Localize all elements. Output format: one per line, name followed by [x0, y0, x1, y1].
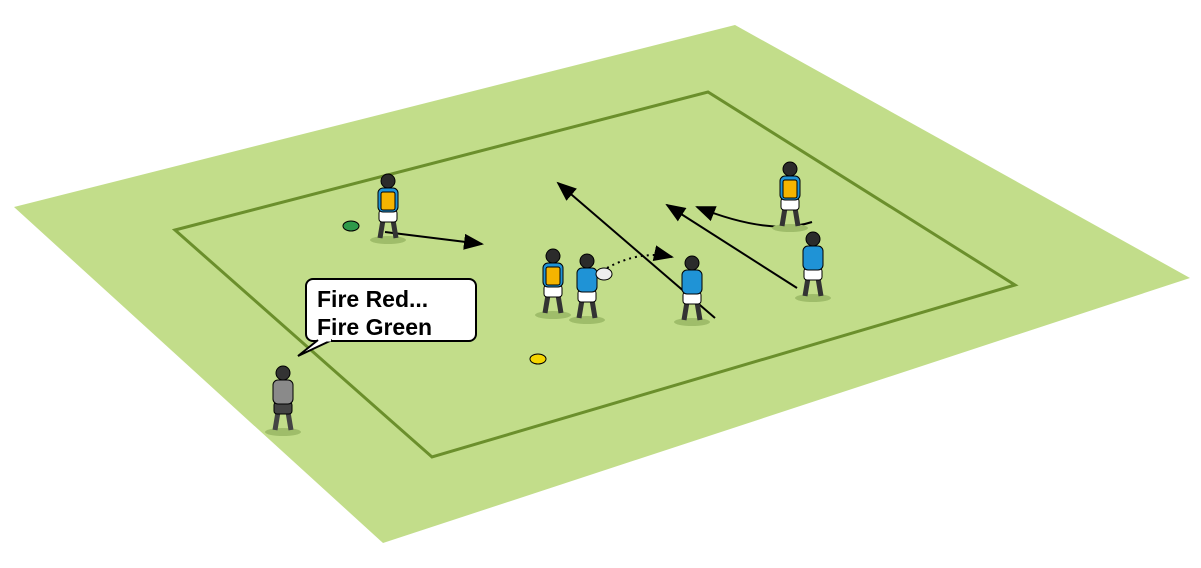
player-blue-ball-carrier	[569, 253, 613, 324]
run-arrow	[665, 203, 798, 289]
call-fire-red: Fire Red...	[317, 286, 429, 312]
pass-arrow	[606, 245, 674, 269]
call-fire-green: Fire Green	[317, 314, 433, 340]
player-coach-coach	[265, 365, 301, 436]
player-blue-runner	[795, 231, 831, 302]
coach-speech-bubble: Fire Red... Fire Green	[305, 278, 477, 342]
run-arrow	[384, 231, 484, 250]
curved-run-arrow	[695, 206, 813, 228]
rugby-ball	[595, 267, 613, 281]
player-yellow-bib-defender	[535, 248, 571, 319]
playing-area-boundary	[171, 90, 1019, 459]
pitch	[14, 25, 1190, 543]
player-yellow-bib-runner	[772, 161, 808, 232]
yellow-cone	[529, 353, 547, 365]
player-yellow-bib-attacker	[370, 173, 406, 244]
player-blue-receiver	[674, 255, 710, 326]
green-cone	[342, 220, 360, 232]
